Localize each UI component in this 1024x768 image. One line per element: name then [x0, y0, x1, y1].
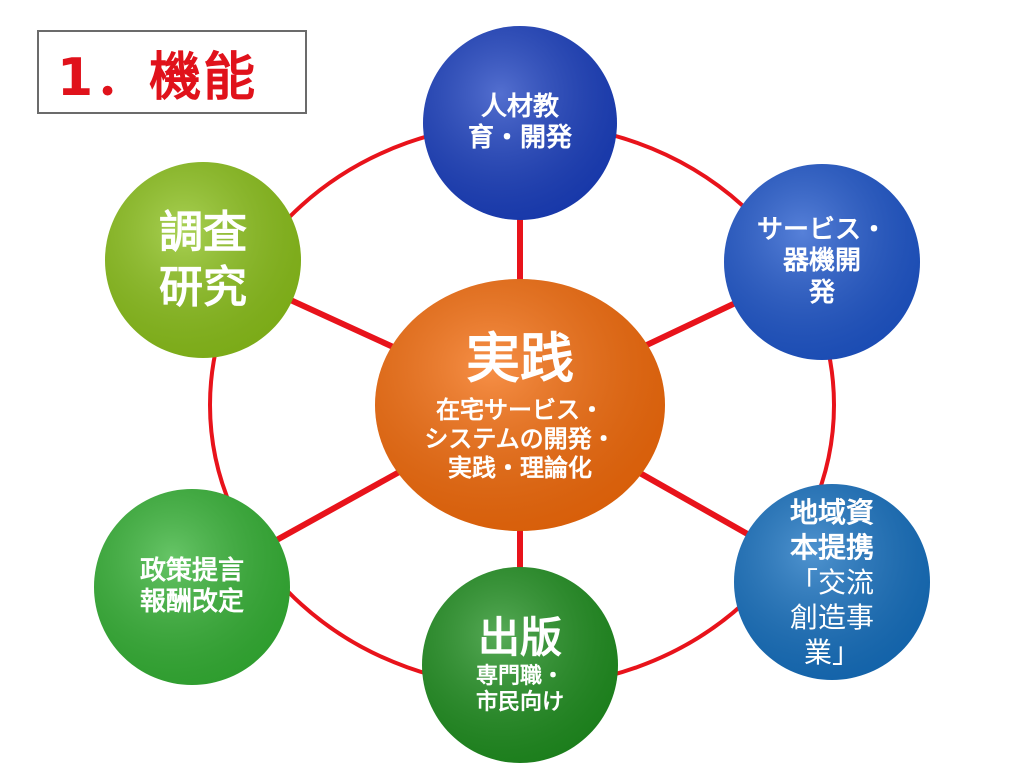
node-right-lower: 地域資 本提携 「交流 創造事 業」	[734, 484, 930, 680]
node-text: 発	[808, 277, 835, 308]
circle-shading	[422, 567, 618, 763]
node-text: 研究	[159, 262, 247, 313]
center-title: 実践	[466, 327, 574, 391]
node-text: 人材教	[480, 91, 559, 122]
center-line: システムの開発・	[424, 425, 616, 453]
node-bottom: 出版 専門職・ 市民向け	[422, 567, 618, 763]
node-title: 出版	[477, 613, 562, 663]
node-center: 実践 在宅サービス・ システムの開発・ 実践・理論化	[375, 280, 665, 530]
node-text: サービス・	[756, 215, 887, 246]
circle-shading	[105, 162, 301, 358]
title-box: 1．機能	[37, 30, 307, 114]
node-text: 地域資	[789, 495, 874, 529]
circle-shading	[423, 26, 617, 220]
node-right-upper: サービス・ 器機開 発	[724, 164, 920, 360]
node-text: 調査	[159, 207, 247, 258]
node-text: 専門職・	[475, 663, 564, 689]
node-text: 政策提言	[139, 555, 244, 586]
node-text: 本提携	[789, 530, 874, 564]
node-text: 「交流	[789, 565, 874, 599]
node-left-lower: 政策提言 報酬改定	[94, 489, 290, 685]
circle-shading	[94, 489, 290, 685]
circle-shading	[734, 484, 930, 680]
slide-title: 1．機能	[57, 47, 258, 108]
node-left-upper: 調査 研究	[105, 162, 301, 358]
node-text: 報酬改定	[139, 587, 244, 617]
center-line: 在宅サービス・	[436, 396, 604, 425]
node-text: 市民向け	[475, 690, 564, 716]
circle-shading	[724, 164, 920, 360]
circle-shading	[375, 279, 665, 531]
node-text: 創造事	[789, 600, 874, 634]
center-line: 実践・理論化	[448, 453, 592, 482]
node-text: 業」	[803, 635, 860, 669]
node-text: 育・開発	[467, 123, 572, 153]
node-top: 人材教 育・開発	[423, 26, 617, 220]
node-text: 器機開	[782, 246, 861, 277]
circles	[94, 26, 930, 763]
